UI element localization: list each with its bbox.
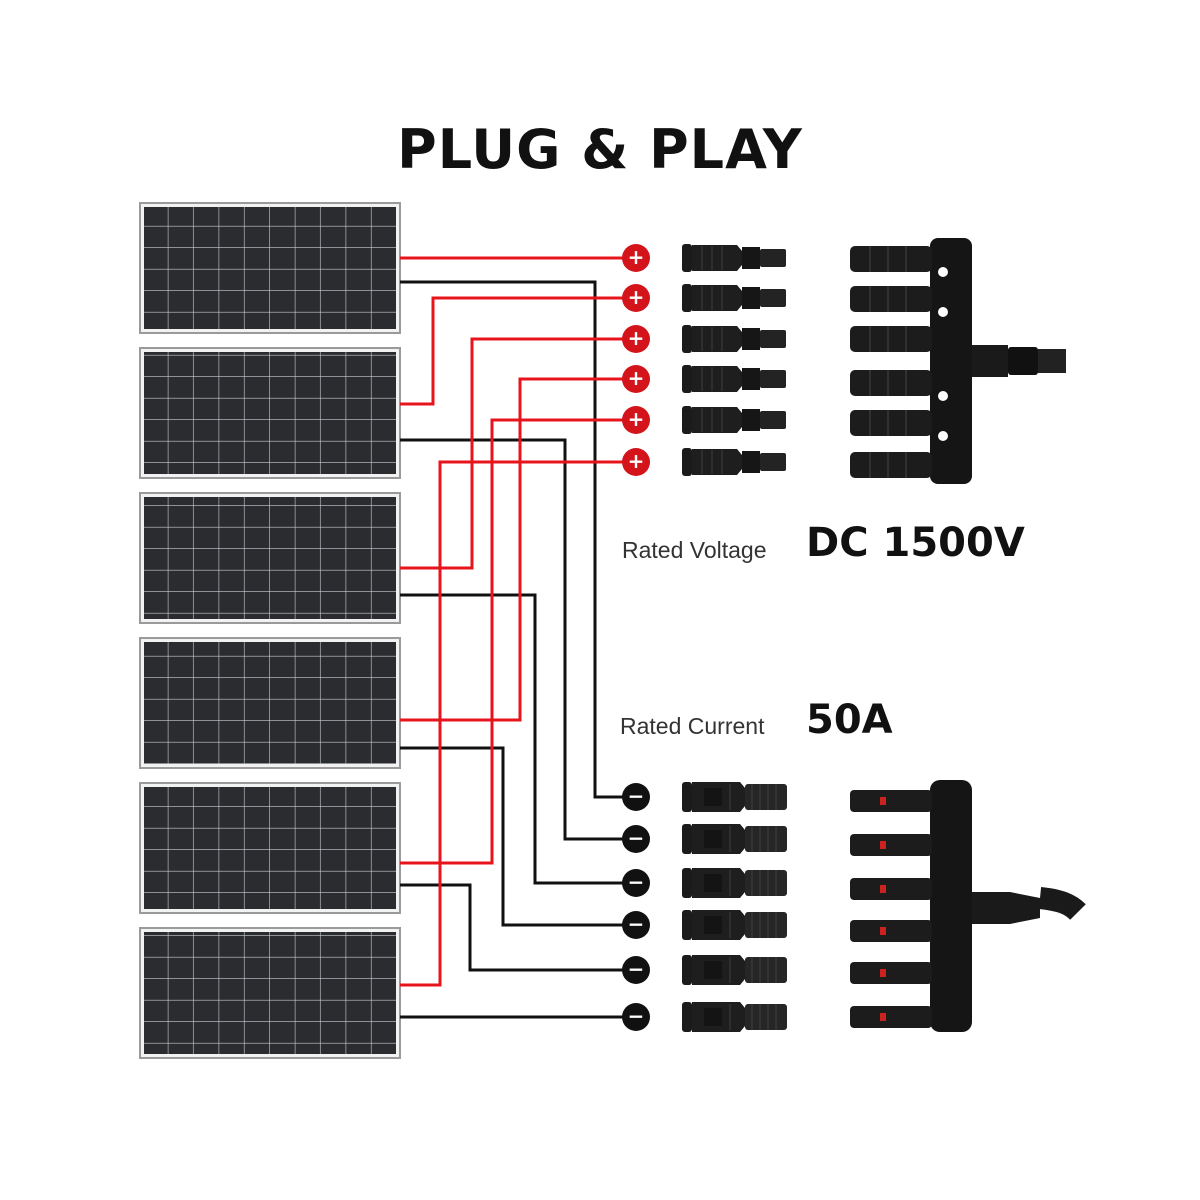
svg-text:+: + xyxy=(628,245,645,269)
negative-terminals: − − − − − − xyxy=(622,783,650,1031)
page-title: PLUG & PLAY xyxy=(397,118,803,181)
negative-terminal-3: − xyxy=(622,869,650,897)
rated-current-label: Rated Current xyxy=(620,713,765,739)
negative-terminal-6: − xyxy=(622,1003,650,1031)
negative-wire-3 xyxy=(400,593,633,885)
female-connector-5 xyxy=(682,955,787,985)
male-connector-5 xyxy=(682,406,786,434)
svg-text:−: − xyxy=(628,912,645,936)
svg-text:+: + xyxy=(628,449,645,473)
negative-wire-4 xyxy=(400,746,633,927)
positive-wire-4 xyxy=(400,377,633,722)
negative-wire-2 xyxy=(400,438,633,841)
male-connector-1 xyxy=(682,244,786,272)
male-connectors xyxy=(682,244,786,476)
branch-connector-top xyxy=(850,238,1066,484)
svg-text:+: + xyxy=(628,366,645,390)
male-connector-4 xyxy=(682,365,786,393)
positive-wire-6 xyxy=(400,460,633,987)
svg-text:+: + xyxy=(628,326,645,350)
male-connector-3 xyxy=(682,325,786,353)
female-connectors xyxy=(682,782,787,1032)
solar-panel-5 xyxy=(139,782,401,914)
male-connector-6 xyxy=(682,448,786,476)
svg-text:−: − xyxy=(628,784,645,808)
solar-panel-3 xyxy=(139,492,401,624)
svg-text:−: − xyxy=(628,826,645,850)
negative-terminal-4: − xyxy=(622,911,650,939)
positive-wire-5 xyxy=(400,418,633,865)
svg-text:−: − xyxy=(628,1004,645,1028)
solar-panel-2 xyxy=(139,347,401,479)
female-connector-1 xyxy=(682,782,787,812)
positive-terminal-6: + xyxy=(622,448,650,476)
branch-connector-bottom xyxy=(850,780,1086,1032)
positive-wires xyxy=(400,256,633,987)
female-connector-3 xyxy=(682,868,787,898)
rated-voltage-value: DC 1500V xyxy=(806,520,1025,566)
negative-terminal-5: − xyxy=(622,956,650,984)
negative-wire-1 xyxy=(400,280,633,799)
negative-terminal-1: − xyxy=(622,783,650,811)
female-connector-2 xyxy=(682,824,787,854)
positive-wire-2 xyxy=(400,296,633,406)
rated-current-value: 50A xyxy=(806,697,893,743)
female-connector-6 xyxy=(682,1002,787,1032)
svg-text:+: + xyxy=(628,407,645,431)
positive-terminal-1: + xyxy=(622,244,650,272)
positive-wire-3 xyxy=(400,337,633,570)
negative-wires xyxy=(400,280,633,1019)
svg-text:+: + xyxy=(628,285,645,309)
branch-top-arms xyxy=(850,246,932,478)
negative-wire-5 xyxy=(400,883,633,972)
rated-voltage-label: Rated Voltage xyxy=(622,537,767,563)
positive-terminal-3: + xyxy=(622,325,650,353)
branch-bottom-arms xyxy=(850,790,932,1028)
solar-panel-1 xyxy=(139,202,401,334)
negative-terminal-2: − xyxy=(622,825,650,853)
svg-text:−: − xyxy=(628,957,645,981)
positive-terminal-4: + xyxy=(622,365,650,393)
solar-panel-4 xyxy=(139,637,401,769)
solar-panels xyxy=(139,202,401,1059)
positive-terminals: + + + + + + xyxy=(622,244,650,476)
female-connector-4 xyxy=(682,910,787,940)
positive-terminal-5: + xyxy=(622,406,650,434)
svg-text:−: − xyxy=(628,870,645,894)
male-connector-2 xyxy=(682,284,786,312)
solar-panel-6 xyxy=(139,927,401,1059)
positive-terminal-2: + xyxy=(622,284,650,312)
